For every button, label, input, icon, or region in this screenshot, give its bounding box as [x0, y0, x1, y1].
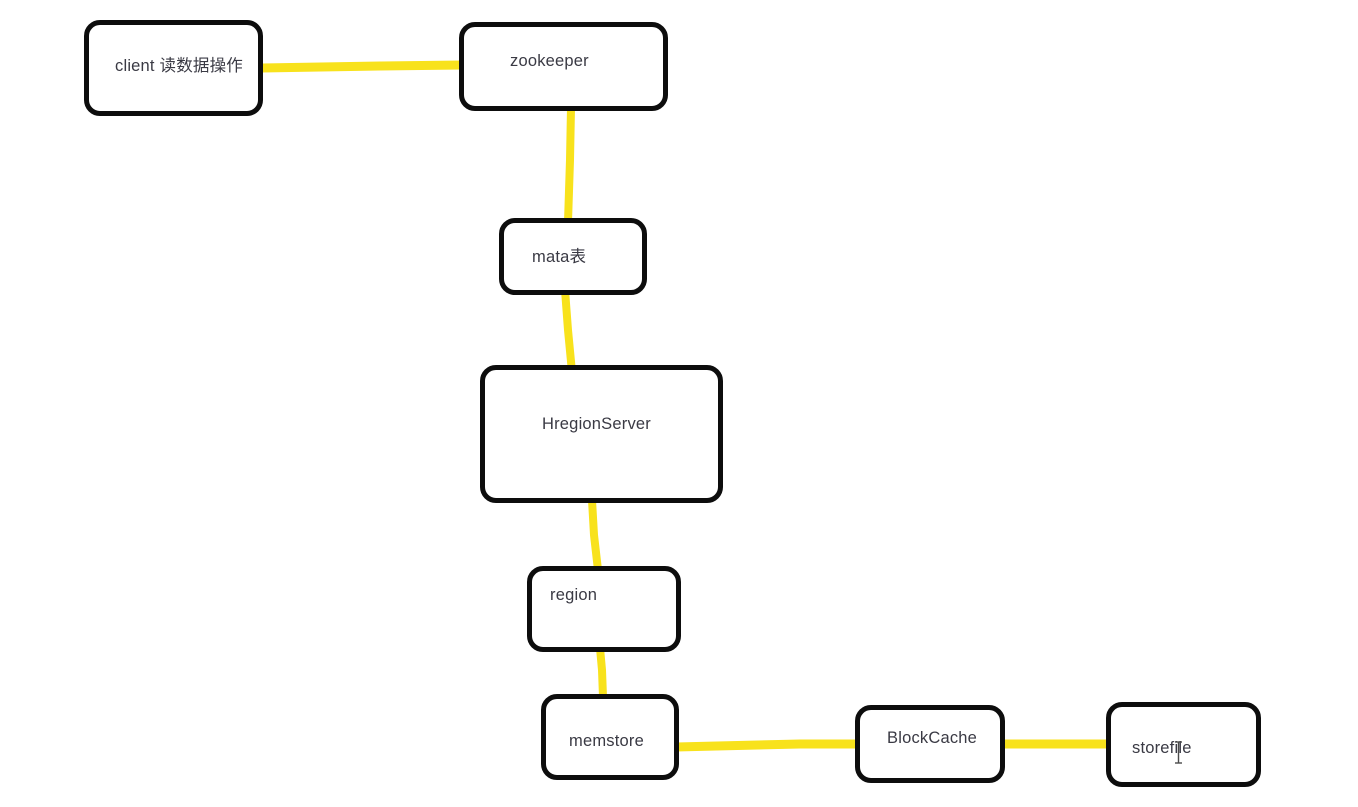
node-mata-table-label: mata表 — [532, 248, 587, 266]
edge-memstore-blockcache — [671, 739, 865, 752]
node-hregionserver-label: HregionServer — [542, 415, 651, 433]
node-client-label: client 读数据操作 — [115, 57, 244, 75]
node-storefile[interactable]: storefile — [1106, 702, 1261, 787]
node-client[interactable]: client 读数据操作 — [84, 20, 263, 116]
edge-client-zookeeper — [257, 60, 467, 73]
node-storefile-label: storefile — [1132, 739, 1192, 757]
node-memstore[interactable]: memstore — [541, 694, 679, 780]
node-region[interactable]: region — [527, 566, 681, 652]
node-hregionserver[interactable]: HregionServer — [480, 365, 723, 503]
node-mata-table[interactable]: mata表 — [499, 218, 647, 295]
node-zookeeper[interactable]: zookeeper — [459, 22, 668, 111]
edge-zookeeper-mata — [564, 104, 575, 226]
node-blockcache-label: BlockCache — [887, 729, 978, 747]
edge-mata-hregion — [561, 286, 576, 376]
node-blockcache[interactable]: BlockCache — [855, 705, 1005, 783]
edge-hregion-region — [588, 496, 602, 574]
node-memstore-label: memstore — [569, 732, 644, 750]
node-zookeeper-label: zookeeper — [510, 52, 589, 70]
edge-region-memstore — [596, 644, 607, 701]
node-region-label: region — [550, 586, 598, 604]
